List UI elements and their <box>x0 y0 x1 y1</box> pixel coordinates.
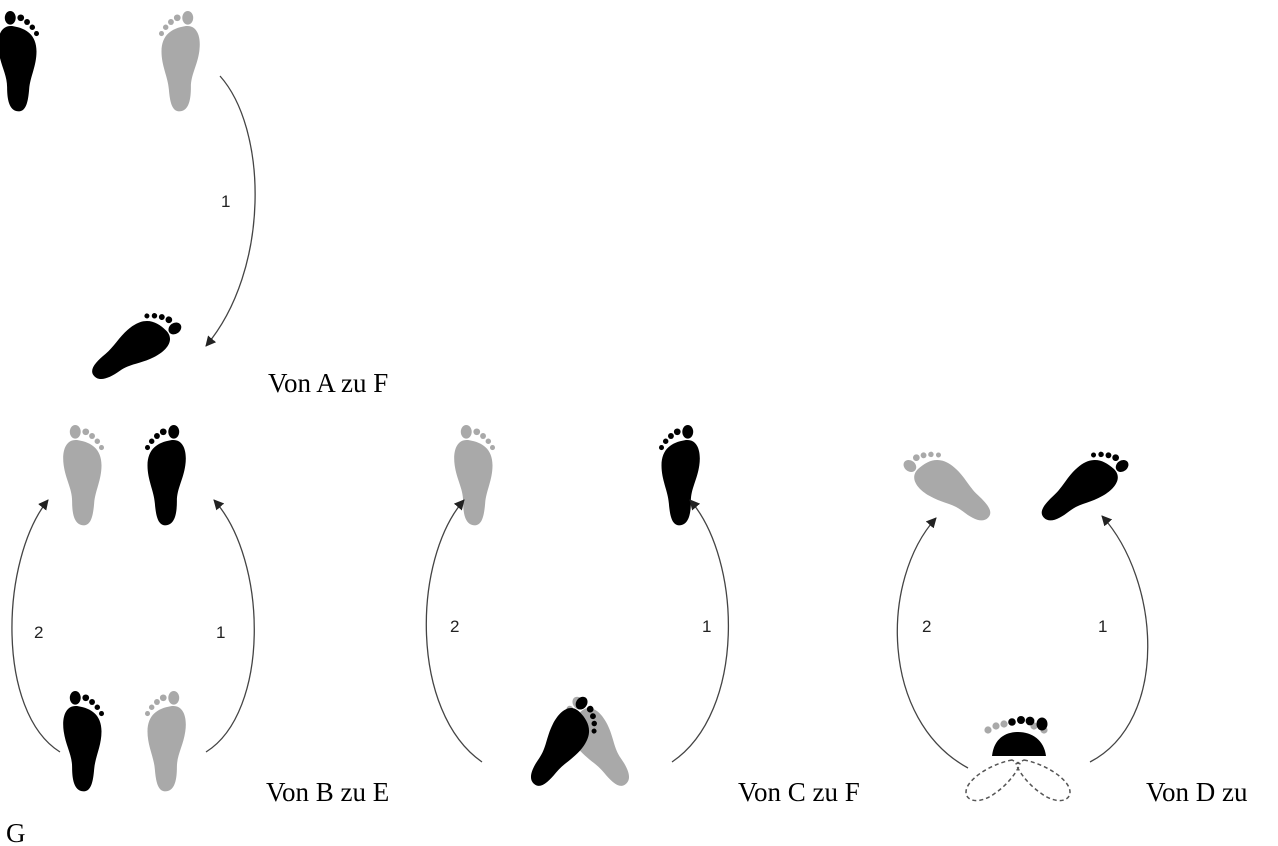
caption-a-to-f: Von A zu F <box>268 368 388 398</box>
step-arrow-2 <box>896 517 969 769</box>
caption-d-to-g-wrap: G <box>6 818 26 846</box>
black-left-foot-start <box>63 691 104 791</box>
grey-left-foot-end <box>454 425 495 525</box>
grey-toes <box>984 720 1048 734</box>
black-right-foot-end <box>1030 439 1135 534</box>
grey-left-foot-end <box>897 439 1001 533</box>
dashed-foot-outline-left <box>965 759 1021 802</box>
black-right-foot-end <box>144 424 186 526</box>
step-arrow-2 <box>425 499 483 763</box>
panel-d-to-g: 2 1 <box>896 439 1149 802</box>
panel-b-to-e: 2 1 <box>11 424 255 792</box>
step-number: 2 <box>450 617 459 636</box>
step-number: 1 <box>1098 617 1107 636</box>
grey-left-foot-end <box>63 425 104 525</box>
step-arrow-1 <box>205 499 255 753</box>
grey-right-foot-start <box>144 690 186 792</box>
step-arrow-1 <box>205 75 256 347</box>
black-foot-end <box>81 300 188 392</box>
black-right-foot-end <box>658 424 700 526</box>
dashed-foot-outline-right <box>1015 759 1071 802</box>
grey-right-foot-start <box>158 10 200 112</box>
step-arrow-1 <box>671 499 729 763</box>
caption-d-to-g: Von D zu <box>1146 777 1248 807</box>
panel-c-to-f: 2 1 <box>425 424 729 797</box>
step-number: 2 <box>34 623 43 642</box>
step-arrow-1 <box>1089 515 1149 763</box>
caption-b-to-e: Von B zu E <box>266 777 389 807</box>
caption-c-to-f: Von C zu F <box>738 777 860 807</box>
black-toes-heel <box>992 716 1048 756</box>
step-number: 2 <box>922 617 931 636</box>
step-arrow-2 <box>11 499 61 753</box>
step-number: 1 <box>221 192 230 211</box>
step-number: 1 <box>216 623 225 642</box>
black-left-foot-start <box>0 11 39 111</box>
step-number: 1 <box>702 617 711 636</box>
panel-a-to-f: 1 <box>0 10 256 392</box>
